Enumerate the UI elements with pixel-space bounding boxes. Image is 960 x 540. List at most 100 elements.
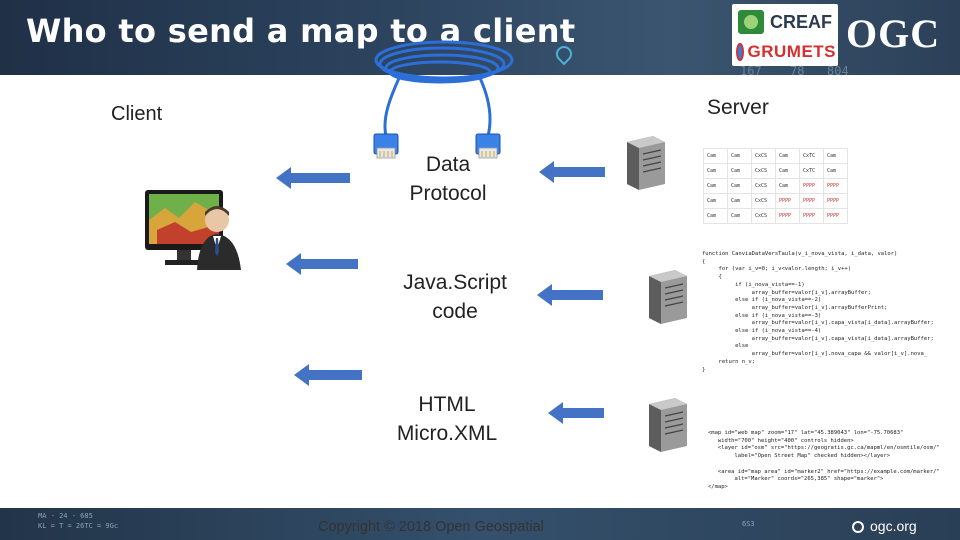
table-cell: CxCS <box>751 148 776 164</box>
header-deco-2: 167 <box>740 64 762 75</box>
arrow-server-to-html <box>548 402 604 424</box>
microxml-code-line: <area id="map area" id="marker2" href="h… <box>708 468 940 475</box>
table-cell: Cam <box>775 148 800 164</box>
table-cell: Cam <box>727 163 752 179</box>
table-cell: Cam <box>823 148 848 164</box>
ogc-site-link[interactable]: ogc.org <box>870 518 917 534</box>
footer-deco-1: MA - 24 - 685 <box>38 512 93 520</box>
table-cell: Cam <box>703 208 728 224</box>
table-cell: Cam <box>727 148 752 164</box>
javascript-code-line: array_buffer=valor[i_v].nova_capa && val… <box>702 351 928 358</box>
table-cell: CxCS <box>751 163 776 179</box>
table-cell: Cam <box>727 178 752 194</box>
grumets-logo-text: GRUMETS <box>747 42 836 61</box>
javascript-code-line: array_buffer=valor[i_v].capa_vista[i_dat… <box>702 320 934 327</box>
table-cell: PPPP <box>823 193 848 209</box>
partner-logos: CREAF GRUMETS <box>732 4 838 66</box>
server-icon <box>649 270 687 324</box>
microxml-code-line: label="Open Street Map" checked hidden><… <box>708 453 891 460</box>
microxml-code-line: width="700" height="400" controls hidden… <box>708 437 854 444</box>
slide-header: 24 167 78 804 Who to send a map to a cli… <box>0 0 960 75</box>
creaf-logo-icon <box>738 10 764 34</box>
html-label: HTML Micro.XML <box>377 390 517 448</box>
arrow-data-to-client <box>276 167 350 189</box>
javascript-line2: code <box>432 300 478 323</box>
header-deco-4: 804 <box>827 64 849 75</box>
server-icon <box>627 136 665 190</box>
html-line2: Micro.XML <box>396 422 498 445</box>
javascript-code-line: else <box>702 343 749 350</box>
creaf-logo: CREAF <box>738 8 834 36</box>
globe-icon <box>736 43 744 61</box>
server-label: Server <box>707 96 769 119</box>
table-cell: PPPP <box>823 178 848 194</box>
table-cell: PPPP <box>775 208 800 224</box>
arrow-server-to-js <box>537 284 603 306</box>
copyright-text: Copyright © 2018 Open Geospatial <box>318 519 544 535</box>
footer-deco-3: 6S3 <box>742 520 755 528</box>
table-cell: PPPP <box>799 193 824 209</box>
javascript-code-line: else if (i_nova_vista==-3) <box>702 312 822 319</box>
javascript-code-line: else if (i_nova_vista==-2) <box>702 297 822 304</box>
microxml-code-line: <layer id="osm" src="https://geogratis.g… <box>708 445 940 452</box>
table-cell: CxCS <box>751 208 776 224</box>
javascript-code-line: array_buffer=valor[i_v].capa_vista[i_dat… <box>702 335 934 342</box>
header-deco-3: 78 <box>790 64 805 75</box>
table-cell: Cam <box>823 163 848 179</box>
server-icon <box>649 398 687 452</box>
table-cell: Cam <box>703 163 728 179</box>
arrow-server-to-data <box>539 161 605 183</box>
javascript-line1: Java.Script <box>403 271 507 294</box>
table-cell: Cam <box>775 178 800 194</box>
table-cell: CxCS <box>751 178 776 194</box>
network-cable-icon <box>373 40 514 159</box>
computer-user-icon <box>145 190 241 270</box>
microxml-code-line: alt="Marker" coords="265,385" shape="mar… <box>708 476 884 483</box>
creaf-logo-text: CREAF <box>770 11 832 32</box>
table-cell: Cam <box>727 208 752 224</box>
footer-deco-2: KL = T = 26TC = 9Gc <box>38 522 119 530</box>
ogc-logo: OGC <box>846 11 941 56</box>
table-cell: PPPP <box>823 208 848 224</box>
javascript-code-line: array_buffer=valor[i_v].arrayBuffer; <box>702 289 871 296</box>
javascript-code-line: if (i_nova_vista==-1) <box>702 281 805 288</box>
table-cell: PPPP <box>799 178 824 194</box>
javascript-code-line: { <box>702 258 706 265</box>
table-cell: Cam <box>727 193 752 209</box>
javascript-code-line: else if (i_nova_vista==-4) <box>702 328 822 335</box>
javascript-code-block: function CanviaDataVersTaula(v_i_nova_vi… <box>702 251 934 374</box>
table-cell: PPPP <box>775 193 800 209</box>
slide-title: Who to send a map to a client <box>26 12 576 50</box>
client-label: Client <box>111 103 163 125</box>
arrow-html-to-client <box>294 364 362 386</box>
table-cell: Cam <box>703 148 728 164</box>
table-cell: Cam <box>703 178 728 194</box>
javascript-label: Java.Script code <box>385 268 525 326</box>
javascript-code-line: array_buffer=valor[i_v].arrayBufferPrint… <box>702 304 888 311</box>
javascript-code-line: { <box>702 274 722 281</box>
microxml-code-block: <map id="web map" zoom="17" lat="45.3890… <box>708 430 940 492</box>
html-line1: HTML <box>418 393 476 416</box>
javascript-code-line: for (var i_v=0; i_v<valor.length; i_v++) <box>702 266 852 273</box>
table-cell: Cam <box>775 163 800 179</box>
arrow-js-to-client <box>286 253 358 275</box>
ogc-mark-icon <box>852 521 864 533</box>
table-cell: CxTC <box>799 148 824 164</box>
microxml-code-line: <map id="web map" zoom="17" lat="45.3890… <box>708 430 904 436</box>
slide-footer: MA - 24 - 685 KL = T = 26TC = 9Gc 6S3 <box>0 508 960 540</box>
table-cell: PPPP <box>799 208 824 224</box>
data-protocol-label: Data Protocol <box>378 150 518 208</box>
table-cell: Cam <box>703 193 728 209</box>
data-protocol-line2: Protocol <box>409 182 487 205</box>
javascript-code-line: return n_v; <box>702 358 755 365</box>
table-cell: CxCS <box>751 193 776 209</box>
microxml-code-line <box>708 461 940 469</box>
table-cell: CxTC <box>799 163 824 179</box>
microxml-code-line: </map> <box>708 483 728 490</box>
